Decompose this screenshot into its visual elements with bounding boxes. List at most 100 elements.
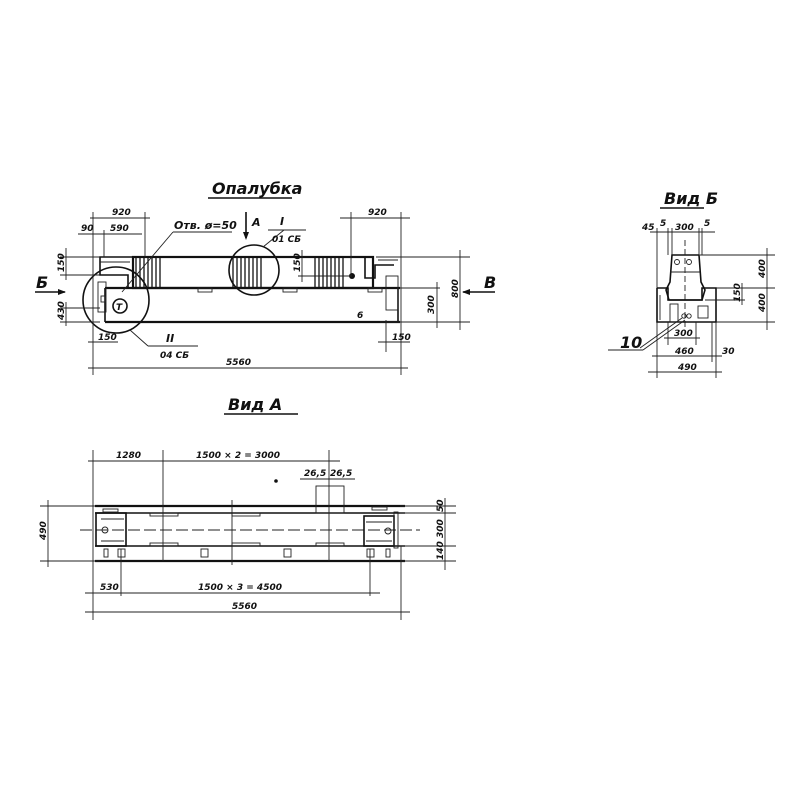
svg-text:150: 150: [98, 333, 117, 343]
view-a-arrowhead: [243, 232, 249, 240]
left-end-block: [95, 512, 127, 547]
upper-block: [665, 254, 706, 301]
hole: [686, 259, 692, 265]
svg-text:50: 50: [436, 499, 446, 512]
view-a-dims-right: 50 300 140: [400, 498, 456, 570]
svg-text:460: 460: [674, 347, 694, 357]
svg-text:1500 × 2 = 3000: 1500 × 2 = 3000: [196, 451, 280, 461]
right-end-plate: [393, 511, 399, 549]
detail-2-leader: [129, 329, 149, 347]
view-a-dims-bottom: 530 1500 × 3 = 4500 5560: [85, 583, 410, 613]
right-end-block: [363, 515, 395, 547]
svg-text:1500 × 3 = 4500: 1500 × 3 = 4500: [198, 583, 282, 593]
svg-text:5: 5: [704, 219, 710, 229]
detail-circle-2: [82, 266, 150, 334]
view-b-marker: Б: [36, 273, 48, 292]
view-b-dims-right: 400 400 150: [700, 248, 775, 330]
svg-text:1280: 1280: [116, 451, 141, 461]
hole-leader: [121, 231, 174, 293]
left-end-hole: [101, 526, 109, 534]
dims-top-right: 920 150: [293, 208, 410, 375]
view-b-dims-bottom: 300 460 30 490: [648, 322, 735, 378]
svg-text:26,5: 26,5: [330, 469, 352, 479]
embed-strip: [385, 548, 391, 558]
plate: [282, 287, 298, 293]
svg-text:5: 5: [660, 219, 666, 229]
center-slot: [315, 485, 345, 514]
right-console: [364, 257, 394, 279]
view-a-title: Вид А: [228, 395, 282, 414]
view-v-marker: В: [484, 273, 496, 292]
svg-text:150: 150: [392, 333, 411, 343]
svg-text:26,5: 26,5: [304, 469, 326, 479]
svg-text:30: 30: [722, 347, 735, 357]
hole-note: Отв. ø=50: [174, 219, 237, 232]
svg-text:490: 490: [39, 521, 49, 541]
dims-top-left: 920 90 590: [78, 208, 150, 375]
view-b-arrowhead: [58, 289, 66, 295]
plate: [149, 542, 179, 547]
plate: [367, 287, 383, 293]
svg-text:45: 45: [641, 223, 655, 233]
left-embed: [97, 281, 107, 313]
svg-text:590: 590: [110, 224, 129, 234]
embed-square: [366, 548, 375, 558]
svg-text:400: 400: [758, 293, 768, 313]
svg-text:300: 300: [427, 295, 437, 314]
svg-text:490: 490: [677, 363, 697, 373]
svg-text:920: 920: [112, 208, 131, 218]
callout-10: 10: [620, 333, 642, 352]
base-block: [656, 287, 717, 323]
mark-dot: [274, 479, 278, 483]
detail-1-sheet: 01 СБ: [272, 235, 301, 245]
hatch-left: [135, 257, 161, 288]
svg-text:150: 150: [57, 253, 67, 272]
view-v-arrowhead: [462, 289, 470, 295]
svg-text:920: 920: [368, 208, 387, 218]
detail-1-leader: [262, 229, 285, 248]
callout-leader-2: [642, 319, 686, 351]
plate: [149, 512, 179, 517]
formwork-view: Опалубка: [35, 179, 496, 375]
view-a-dims-top: 1280 1500 × 2 = 3000 26,5 26,5: [88, 451, 355, 480]
right-end-hole: [384, 527, 392, 535]
svg-text:300: 300: [436, 519, 446, 538]
view-a: Вид А: [39, 395, 456, 620]
marker-t-circle: [112, 298, 128, 314]
svg-text:6: 6: [357, 311, 363, 321]
embed-square: [117, 548, 126, 558]
hatch-right: [314, 257, 344, 288]
dims-left-vertical: 150 430: [57, 248, 100, 326]
formwork-title: Опалубка: [212, 179, 302, 198]
hole: [681, 313, 687, 319]
svg-text:90: 90: [81, 224, 94, 234]
callout-leader: [639, 317, 683, 349]
svg-text:800: 800: [451, 279, 461, 298]
plate: [102, 508, 119, 513]
right-embed: [385, 275, 399, 311]
view-a-dims-left: 490: [39, 500, 100, 567]
svg-text:300: 300: [674, 329, 693, 339]
hatch-center: [232, 257, 262, 288]
view-b: Вид Б 10 45 5 300 5: [608, 189, 775, 378]
hole: [686, 313, 692, 319]
marker-t: Т: [116, 303, 123, 313]
hole: [674, 259, 680, 265]
plate: [197, 287, 213, 293]
detail-circle-1: [228, 244, 280, 296]
view-a-marker: А: [251, 216, 261, 229]
svg-text:140: 140: [436, 541, 446, 560]
view-b-dims-top: 45 5 300 5: [641, 219, 715, 288]
svg-text:5560: 5560: [226, 358, 251, 368]
svg-text:530: 530: [100, 583, 119, 593]
svg-text:400: 400: [758, 259, 768, 279]
svg-text:150: 150: [733, 283, 743, 302]
svg-text:430: 430: [57, 301, 67, 321]
view-b-title: Вид Б: [664, 189, 718, 208]
base-embed: [697, 305, 709, 319]
embed-square: [283, 548, 292, 558]
detail-1-roman: I: [280, 215, 284, 228]
svg-text:5560: 5560: [232, 602, 257, 612]
svg-text:150: 150: [293, 253, 303, 272]
